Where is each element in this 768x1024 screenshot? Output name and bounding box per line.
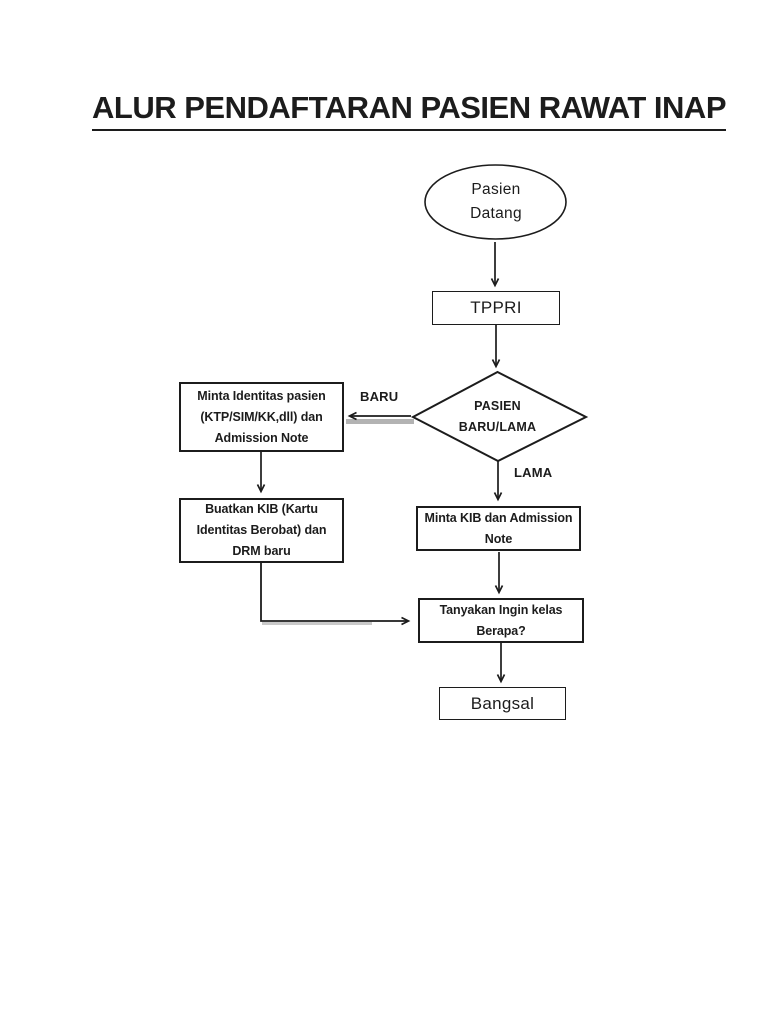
node-buatkan-kib: Buatkan KIB (Kartu Identitas Berobat) da… xyxy=(179,498,344,563)
node-minta-identitas: Minta Identitas pasien (KTP/SIM/KK,dll) … xyxy=(179,382,344,452)
decision-node-label: PASIEN BARU/LAMA xyxy=(458,399,537,434)
node-bangsal: Bangsal xyxy=(439,687,566,720)
node-tanyakan-kelas: Tanyakan Ingin kelas Berapa? xyxy=(418,598,584,643)
node-minta-kib: Minta KIB dan Admission Note xyxy=(416,506,581,551)
node-tppri: TPPRI xyxy=(432,291,560,325)
start-node-label: Pasien Datang xyxy=(470,181,522,222)
page-title: ALUR PENDAFTARAN PASIEN RAWAT INAP xyxy=(92,90,727,131)
edge-label-baru: BARU xyxy=(360,389,399,404)
edge-buatkan-kib-to-tanyakan xyxy=(260,562,411,626)
start-ellipse-outline xyxy=(424,164,567,240)
edge-label-lama: LAMA xyxy=(514,465,553,480)
